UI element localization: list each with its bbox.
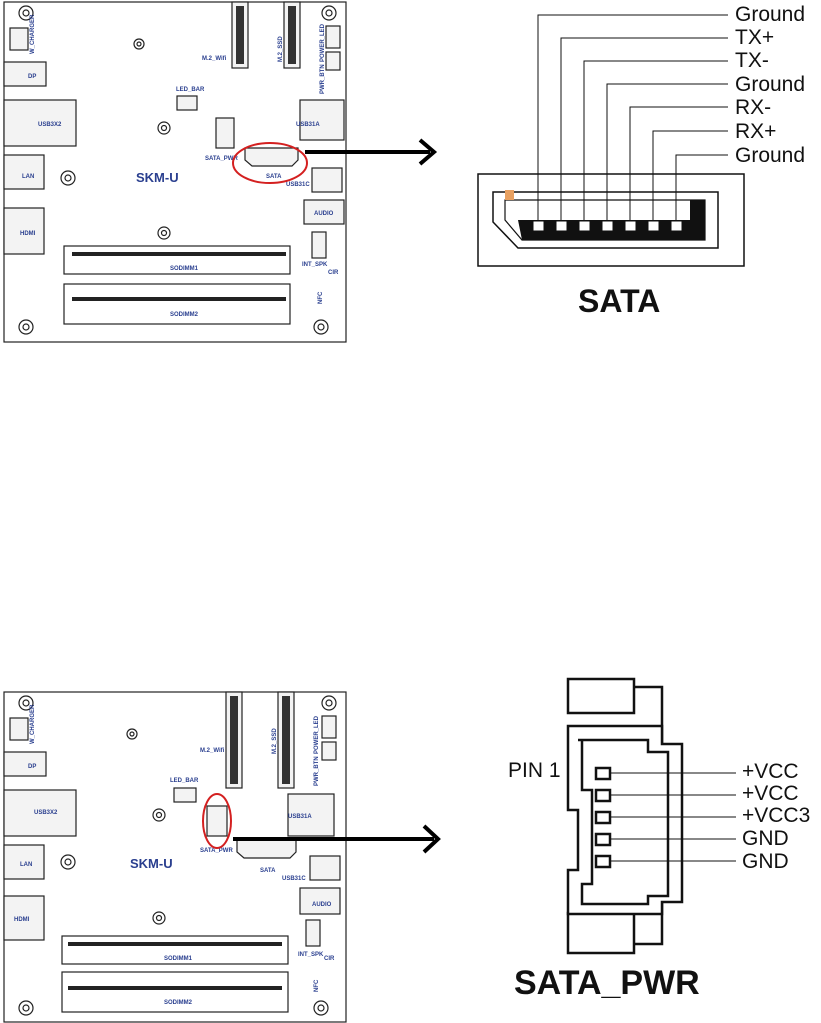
label-w-charger: W_CHARGER [30, 704, 36, 744]
arrow-to-sata-pwr [233, 824, 441, 854]
sata-pin-7-label: Ground [735, 144, 805, 167]
mounting-holes [18, 695, 337, 1016]
label-sodimm1: SODIMM1 [164, 956, 193, 962]
label-usb3x2: USB3X2 [34, 810, 58, 816]
sata-pwr-title: SATA_PWR [514, 964, 700, 1002]
sata-pwr-pin-3-label: +VCC3 [742, 804, 810, 827]
board-top: SKM-U W_CHARGER DP USB3X2 LAN HDMI M.2_W… [3, 1, 347, 343]
label-nfc: NFC [314, 979, 320, 992]
board-bottom: SKM-U W_CHARGER DP USB3X2 LAN HDMI M.2_W… [3, 691, 347, 1023]
sata-pwr-detail: PIN 1 +VCC +VCC +VCC3 GND GND SATA_PWR [508, 677, 810, 1002]
label-usb31a: USB31A [288, 814, 312, 820]
label-sodimm1: SODIMM1 [170, 266, 199, 272]
label-led-bar: LED_BAR [170, 778, 199, 784]
label-power-led: POWER_LED [320, 23, 326, 62]
label-lan: LAN [22, 174, 34, 180]
label-audio: AUDIO [312, 902, 332, 908]
sata-pin-1-label: Ground [735, 3, 805, 26]
label-dp: DP [28, 764, 36, 770]
sata-title: SATA [578, 283, 660, 319]
sata-pwr-pin-4-label: GND [742, 827, 789, 850]
label-cir: CIR [328, 270, 339, 276]
label-sodimm2: SODIMM2 [170, 312, 199, 318]
sata-leader-lines [537, 14, 728, 221]
label-sata-pwr: SATA_PWR [205, 156, 238, 162]
pin1-marker [505, 190, 514, 200]
sata-pwr-body [566, 724, 684, 916]
label-m2-ssd: M.2_SSD [278, 36, 284, 62]
sata-pwr-top-latch [566, 677, 636, 715]
sata-pins [532, 220, 683, 232]
label-sodimm2: SODIMM2 [164, 1000, 193, 1006]
board-name: SKM-U [136, 170, 179, 185]
label-sata: SATA [260, 868, 276, 874]
label-int-spk: INT_SPK [298, 952, 324, 958]
sata-pin-6-label: RX+ [735, 120, 776, 143]
sata-pwr-highlight [202, 793, 232, 849]
label-led-bar: LED_BAR [176, 87, 205, 93]
label-pwr-btn: PWR_BTN [314, 756, 320, 786]
arrow-to-sata [305, 138, 438, 166]
label-sata-pwr: SATA_PWR [200, 848, 233, 854]
label-power-led: POWER_LED [314, 715, 320, 754]
label-m2-wifi: M.2_Wifi [202, 56, 227, 62]
label-m2-wifi: M.2_Wifi [200, 748, 225, 754]
label-hdmi: HDMI [20, 231, 36, 237]
label-sata: SATA [266, 174, 282, 180]
mounting-holes [18, 5, 337, 335]
pin1-label: PIN 1 [508, 759, 561, 782]
sata-pwr-pin-2-label: +VCC [742, 782, 799, 805]
label-hdmi: HDMI [14, 917, 30, 923]
label-audio: AUDIO [314, 211, 334, 217]
label-w-charger: W_CHARGER [30, 14, 36, 54]
label-usb31c: USB31C [286, 182, 310, 188]
label-usb3x2: USB3X2 [38, 122, 62, 128]
label-m2-ssd: M.2_SSD [272, 728, 278, 754]
sata-pin-4-label: Ground [735, 73, 805, 96]
label-usb31a: USB31A [296, 122, 320, 128]
label-cir: CIR [324, 956, 335, 962]
sata-pwr-leader-lines [610, 772, 736, 862]
label-int-spk: INT_SPK [302, 262, 328, 268]
label-usb31c: USB31C [282, 876, 306, 882]
sata-pwr-pin-5-label: GND [742, 850, 789, 873]
sata-pwr-bottom-latch [566, 911, 636, 955]
sata-pin-5-label: RX- [735, 96, 771, 119]
label-nfc: NFC [318, 291, 324, 304]
label-pwr-btn: PWR_BTN [320, 64, 326, 94]
board-name: SKM-U [130, 856, 173, 871]
label-dp: DP [28, 74, 36, 80]
label-lan: LAN [20, 862, 32, 868]
sata-pwr-pin-1-label: +VCC [742, 760, 799, 783]
sata-highlight [232, 142, 308, 184]
sata-pin-2-label: TX+ [735, 26, 774, 49]
sata-pin-3-label: TX- [735, 49, 769, 72]
sata-detail: Ground TX+ TX- Ground RX- RX+ Ground SAT… [477, 3, 805, 319]
